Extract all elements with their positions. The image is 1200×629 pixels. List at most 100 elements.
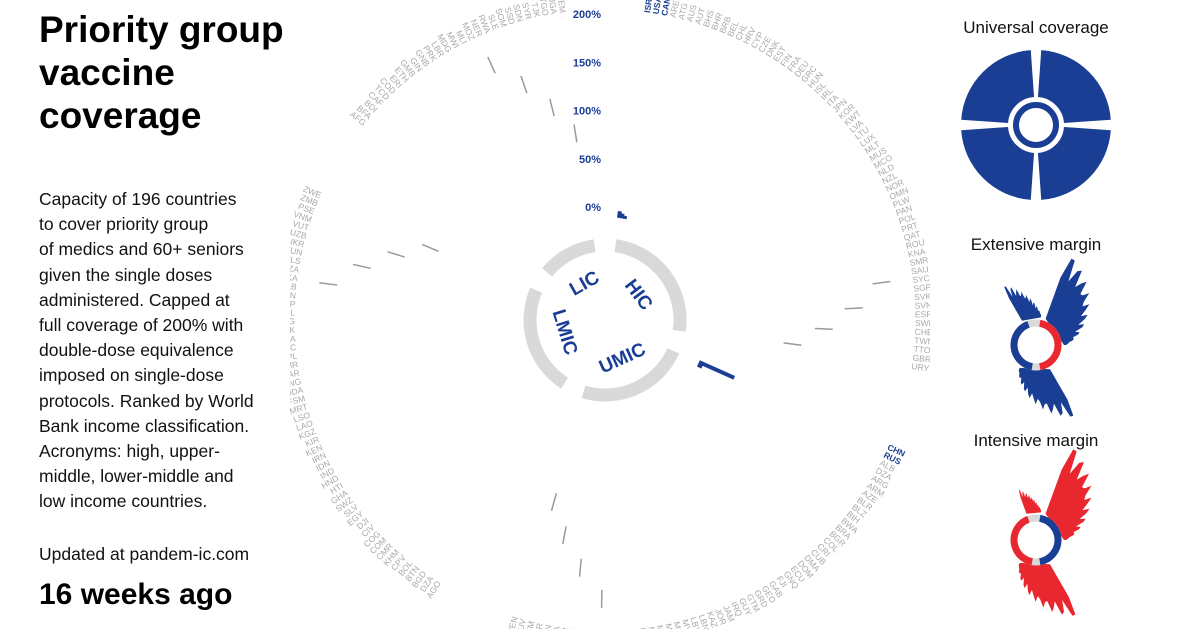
desc-line: middle, lower-middle and xyxy=(39,466,234,487)
country-label: UZB xyxy=(290,227,308,241)
y-tick-label: 150% xyxy=(573,57,601,69)
country-label: TUN xyxy=(290,244,303,258)
country-label: THA xyxy=(549,625,562,629)
country-label: TLS xyxy=(290,253,302,266)
desc-line: given the single doses xyxy=(39,264,213,285)
country-label: URY xyxy=(911,361,930,374)
country-label: PNG xyxy=(290,316,295,326)
updated-link[interactable]: Updated at pandem-ic.com xyxy=(39,544,250,564)
title-line: vaccine xyxy=(39,52,175,93)
country-label: NIC xyxy=(290,342,297,353)
y-tick-label: 0% xyxy=(585,202,601,214)
desc-line: low income countries. xyxy=(39,491,208,512)
country-label: AUS xyxy=(684,3,698,23)
country-label: PAK xyxy=(290,325,296,336)
country-label: GBR xyxy=(912,352,930,364)
guide-tick xyxy=(352,263,371,270)
country-label: SLB xyxy=(290,280,298,292)
country-label: ESP xyxy=(915,309,930,319)
time-since-update: 16 weeks ago xyxy=(39,578,233,611)
country-label: TWN xyxy=(914,335,930,346)
mini-chart-title: Extensive margin xyxy=(971,235,1101,254)
country-label: SSD xyxy=(503,6,518,26)
desc-line: of medics and 60+ seniors xyxy=(39,239,244,260)
country-label: NAM xyxy=(638,627,650,629)
country-label: TGO xyxy=(538,0,551,17)
guide-tick xyxy=(573,124,578,143)
guide-tick xyxy=(562,526,567,545)
country-label: SVN xyxy=(914,300,930,311)
group-label: UMIC xyxy=(596,339,649,378)
y-tick-label: 50% xyxy=(579,154,601,166)
title-line: coverage xyxy=(39,95,202,136)
country-label: ZAF xyxy=(567,628,579,629)
country-label: STP xyxy=(290,298,296,309)
country-label: UKR xyxy=(290,235,306,249)
country-label: ATG xyxy=(676,2,690,21)
desc-line: imposed on single-dose xyxy=(39,365,224,386)
country-label: MEX xyxy=(655,624,668,629)
country-label: MMR xyxy=(290,359,299,372)
y-tick-label: 100% xyxy=(573,106,601,118)
country-label: KIR xyxy=(304,434,321,449)
guide-tick xyxy=(387,250,405,258)
page-title: Priority group vaccine coverage xyxy=(39,8,284,137)
guide-tick xyxy=(520,75,528,94)
country-label: YEM xyxy=(555,0,567,14)
country-bar xyxy=(616,210,622,219)
margin-petal xyxy=(1018,490,1042,514)
guide-tick xyxy=(319,281,338,286)
country-label: LBN xyxy=(697,613,712,629)
country-bar xyxy=(622,215,628,220)
guide-tick xyxy=(549,98,555,117)
country-label: AUT xyxy=(693,6,708,25)
info-panel: Priority group vaccine coverage Capacity… xyxy=(39,8,284,515)
desc-line: Capacity of 196 countries xyxy=(39,189,237,209)
group-ring-segment xyxy=(614,239,687,332)
country-label: MNE xyxy=(646,626,659,629)
mini-chart-title: Intensive margin xyxy=(974,431,1099,450)
country-label: SVK xyxy=(914,291,930,302)
country-label: TTO xyxy=(913,344,930,356)
country-bar xyxy=(698,360,736,380)
mini-ring-gap xyxy=(1008,97,1064,153)
country-label: MNG xyxy=(290,376,302,390)
mini-ring xyxy=(1013,102,1059,148)
desc-line: protocols. Ranked by World xyxy=(39,390,254,411)
desc-line: full coverage of 200% with xyxy=(39,315,244,336)
coverage-wedge xyxy=(961,50,1035,124)
group-label: HIC xyxy=(620,276,657,315)
title-line: Priority group xyxy=(39,9,284,50)
y-tick-label: 200% xyxy=(573,9,601,21)
country-label: NGA xyxy=(290,333,296,344)
country-label: SMR xyxy=(909,255,929,268)
group-ring-segment xyxy=(542,239,596,277)
coverage-wedge xyxy=(1037,126,1111,200)
mini-chart-title: Universal coverage xyxy=(963,18,1109,37)
mini-ring-segment xyxy=(1038,319,1062,371)
guide-tick xyxy=(550,493,558,511)
country-label: TKM xyxy=(523,620,537,629)
country-label: TZA xyxy=(290,262,300,275)
country-label: VUT xyxy=(291,218,310,233)
country-label: SYR xyxy=(520,1,534,20)
country-label: MAR xyxy=(290,368,300,381)
guide-tick xyxy=(421,243,439,253)
country-label: SDN xyxy=(511,3,525,23)
group-ring-segment xyxy=(523,287,569,389)
country-label: TON xyxy=(540,624,553,629)
country-label: NPL xyxy=(290,351,298,363)
margin-petal xyxy=(1004,286,1042,321)
country-label: SGP xyxy=(913,282,930,294)
coverage-wedge xyxy=(961,126,1035,200)
country-label: ROU xyxy=(905,237,926,251)
country-label: SAU xyxy=(910,264,929,277)
guide-tick xyxy=(783,342,802,346)
desc-line: double-dose equivalence xyxy=(39,340,234,361)
country-label: USA xyxy=(651,0,664,15)
country-label: UGA xyxy=(546,0,559,15)
country-label: MDA xyxy=(290,385,304,399)
guide-tick xyxy=(844,307,863,310)
